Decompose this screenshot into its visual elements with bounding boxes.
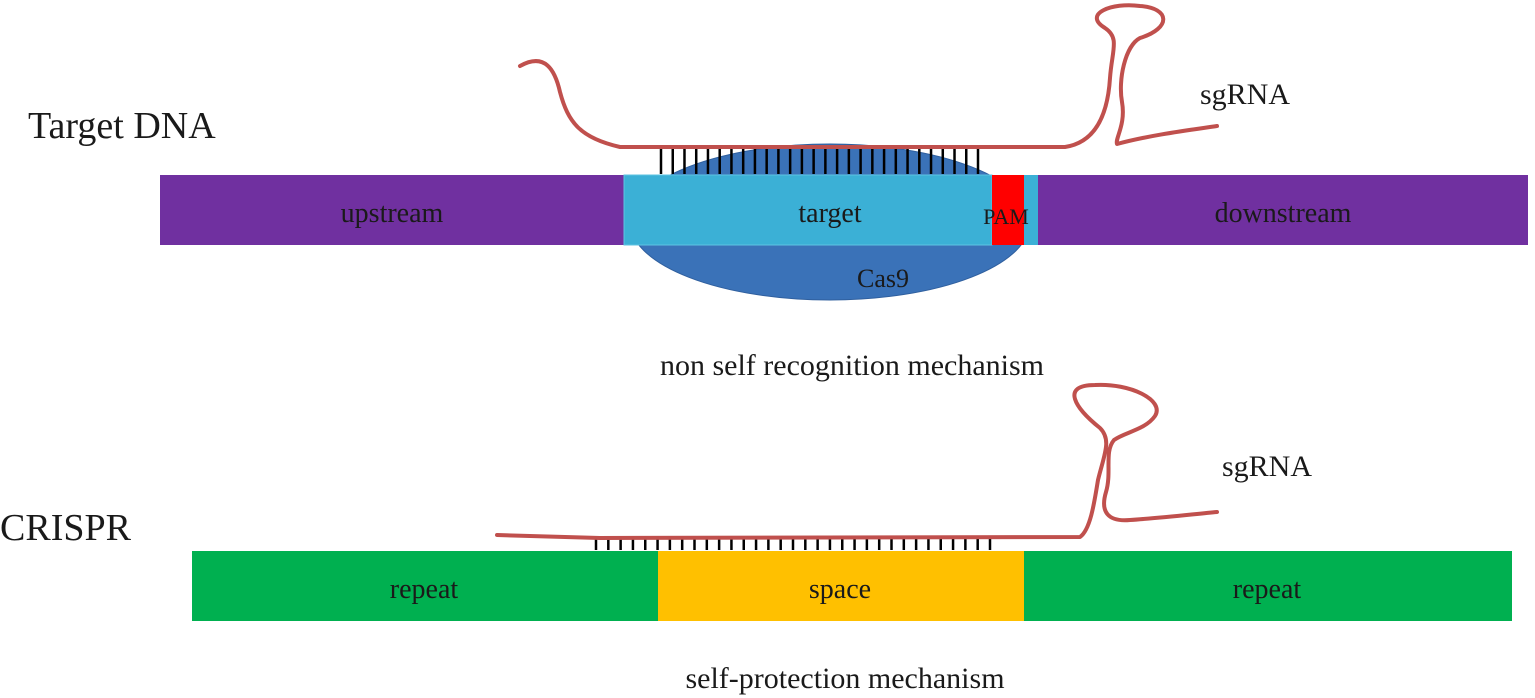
target-tail-segment xyxy=(1024,175,1038,245)
sgrna-label-top: sgRNA xyxy=(1200,78,1290,111)
row-label-target-dna: Target DNA xyxy=(28,105,216,147)
target-dna-panel: Target DNA upstream target PAM downstrea… xyxy=(28,3,1528,382)
spacer-label: space xyxy=(809,574,871,605)
crispr-panel: CRISPR repeat space repeat sgRNA self-pr… xyxy=(0,382,1512,695)
caption-top: non self recognition mechanism xyxy=(660,349,1044,382)
row-label-crispr: CRISPR xyxy=(0,507,132,549)
sgrna-label-bottom: sgRNA xyxy=(1222,450,1312,483)
pam-segment xyxy=(992,175,1024,245)
target-label: target xyxy=(798,198,861,229)
sgrna-strand-bottom xyxy=(495,382,1219,540)
target-segment xyxy=(623,174,993,246)
repeat-right-label: repeat xyxy=(1233,574,1302,605)
repeat-right-segment xyxy=(1024,551,1512,621)
repeat-left-segment xyxy=(192,551,658,621)
sgrna-strand-top xyxy=(518,3,1219,149)
caption-bottom: self-protection mechanism xyxy=(685,662,1004,695)
downstream-segment xyxy=(1038,175,1528,245)
repeat-left-label: repeat xyxy=(390,574,459,605)
upstream-segment xyxy=(160,175,624,245)
spacer-segment xyxy=(658,551,1024,621)
base-pair-ticks-top xyxy=(659,147,980,174)
pam-label: PAM xyxy=(983,204,1029,229)
upstream-label: upstream xyxy=(341,198,444,229)
downstream-label: downstream xyxy=(1215,198,1352,229)
cas9-label: Cas9 xyxy=(857,264,909,293)
